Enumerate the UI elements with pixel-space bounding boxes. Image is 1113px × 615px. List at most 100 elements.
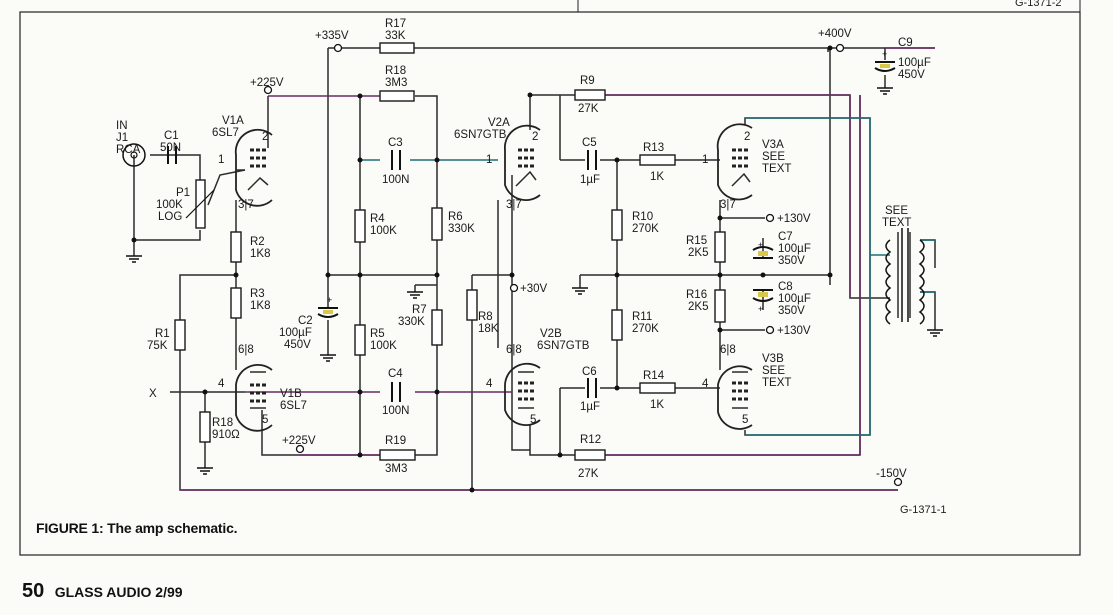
label-c1: C1 (164, 130, 179, 142)
label-c3-value: 100N (382, 174, 410, 186)
label-c8-voltage: 350V (778, 305, 805, 317)
pin-v2a-1: 1 (486, 154, 492, 166)
output-transformer (885, 228, 925, 325)
label-c4-value: 100N (382, 405, 410, 417)
label-c5: C5 (582, 137, 597, 149)
label-r1-value: 75K (147, 340, 168, 352)
triode-v3b (717, 365, 753, 430)
pin-v3b-68: 6|8 (720, 344, 736, 356)
label-b130b: +130V (777, 325, 811, 337)
resistor-r13 (639, 154, 676, 166)
label-r18: R18 (385, 65, 406, 77)
label-c4: C4 (388, 368, 403, 380)
label-v3b: V3B (762, 353, 784, 365)
wires-purple (180, 47, 935, 491)
capacitor-c4 (391, 382, 401, 402)
figure-caption: FIGURE 1: The amp schematic. (36, 520, 238, 536)
label-v2a: V2A (488, 117, 510, 129)
pin-v2a-2: 2 (532, 131, 538, 143)
label-r6: R6 (448, 211, 463, 223)
label-r1: R1 (155, 328, 170, 340)
label-bm150: -150V (876, 468, 907, 480)
label-c5-value: 1µF (580, 174, 600, 186)
label-v3a: V3A (762, 139, 784, 151)
resistor-r18b (199, 411, 211, 443)
resistor-r9 (574, 89, 606, 101)
label-r19: R19 (385, 435, 406, 447)
label-v1a: V1A (222, 115, 244, 127)
triode-v2a (504, 124, 541, 202)
label-r16-value: 2K5 (688, 301, 708, 313)
pin-v1a-37: 3|7 (238, 199, 254, 211)
capacitor-c3 (391, 150, 401, 170)
svg-text:+: + (882, 49, 887, 59)
figure-code-bottom: G-1371-1 (900, 504, 947, 516)
label-p1-value: 100K (156, 199, 183, 211)
pin-v3a-2: 2 (744, 131, 750, 143)
label-c6: C6 (582, 366, 597, 378)
triode-v1a (234, 128, 273, 207)
resistor-r14 (639, 382, 676, 394)
label-r7: R7 (412, 304, 427, 316)
label-p1-taper: LOG (158, 211, 182, 223)
label-r7-value: 330K (398, 316, 425, 328)
label-r13-value: 1K (650, 171, 664, 183)
pin-v1a-2: 2 (262, 131, 268, 143)
pin-v3b-4: 4 (702, 378, 709, 390)
pin-v3b-5: 5 (742, 414, 748, 426)
pin-v1b-4: 4 (218, 378, 225, 390)
resistor-r3 (230, 287, 242, 319)
label-r19-value: 3M3 (385, 463, 407, 475)
label-r10: R10 (632, 211, 653, 223)
svg-text:+: + (758, 240, 763, 250)
resistor-r17 (379, 42, 415, 54)
label-r18b: R18 (212, 417, 233, 429)
pin-v2a-37: 3|7 (506, 199, 522, 211)
label-v2a-type: 6SN7GTB (454, 129, 507, 141)
label-r14-value: 1K (650, 399, 664, 411)
pin-v2b-4: 4 (486, 378, 493, 390)
component-labels: IN J1 RCA C1 50N P1 100K LOG R2 1K8 R3 1… (116, 18, 931, 480)
label-r6-value: 330K (448, 223, 475, 235)
label-v3b-see: SEE (762, 365, 785, 377)
label-b335: +335V (315, 30, 349, 42)
resistor-r1 (174, 319, 186, 351)
resistor-r19 (379, 449, 416, 461)
label-b225b: +225V (282, 435, 316, 447)
label-c3: C3 (388, 137, 403, 149)
label-b30: +30V (520, 283, 548, 295)
triode-v2b (504, 362, 541, 427)
label-c8-value: 100µF (778, 293, 811, 305)
resistor-r2 (230, 231, 242, 263)
label-c9: C9 (898, 37, 913, 49)
label-r4-value: 100K (370, 225, 397, 237)
label-x: X (149, 388, 157, 400)
pin-v3a-37: 3|7 (720, 199, 736, 211)
label-r16: R16 (686, 289, 707, 301)
label-v1a-type: 6SL7 (212, 127, 239, 139)
label-r14: R14 (643, 370, 665, 382)
capacitors (167, 61, 896, 402)
pin-v1b-68: 6|8 (238, 344, 254, 356)
label-r11: R11 (632, 311, 652, 323)
label-c7-voltage: 350V (778, 255, 805, 267)
ground-symbols (126, 87, 943, 475)
resistor-r15 (714, 231, 726, 263)
resistors (174, 42, 726, 461)
label-xfmr-text: TEXT (882, 217, 911, 229)
label-r8: R8 (478, 311, 493, 323)
label-r17: R17 (385, 18, 406, 30)
label-v2b-type: 6SN7GTB (537, 340, 590, 352)
label-c9-voltage: 450V (898, 69, 925, 81)
triode-v1b (235, 364, 273, 432)
label-r5-value: 100K (370, 340, 397, 352)
label-r10-value: 270K (632, 223, 659, 235)
label-r8-value: 18K (478, 323, 499, 335)
label-b130a: +130V (777, 213, 811, 225)
label-b400: +400V (818, 28, 852, 40)
junction-dots (131, 45, 833, 493)
label-v1b-type: 6SL7 (280, 400, 307, 412)
label-v3a-text: TEXT (762, 163, 791, 175)
resistor-r16 (714, 289, 726, 323)
label-j1: J1 (116, 132, 128, 144)
